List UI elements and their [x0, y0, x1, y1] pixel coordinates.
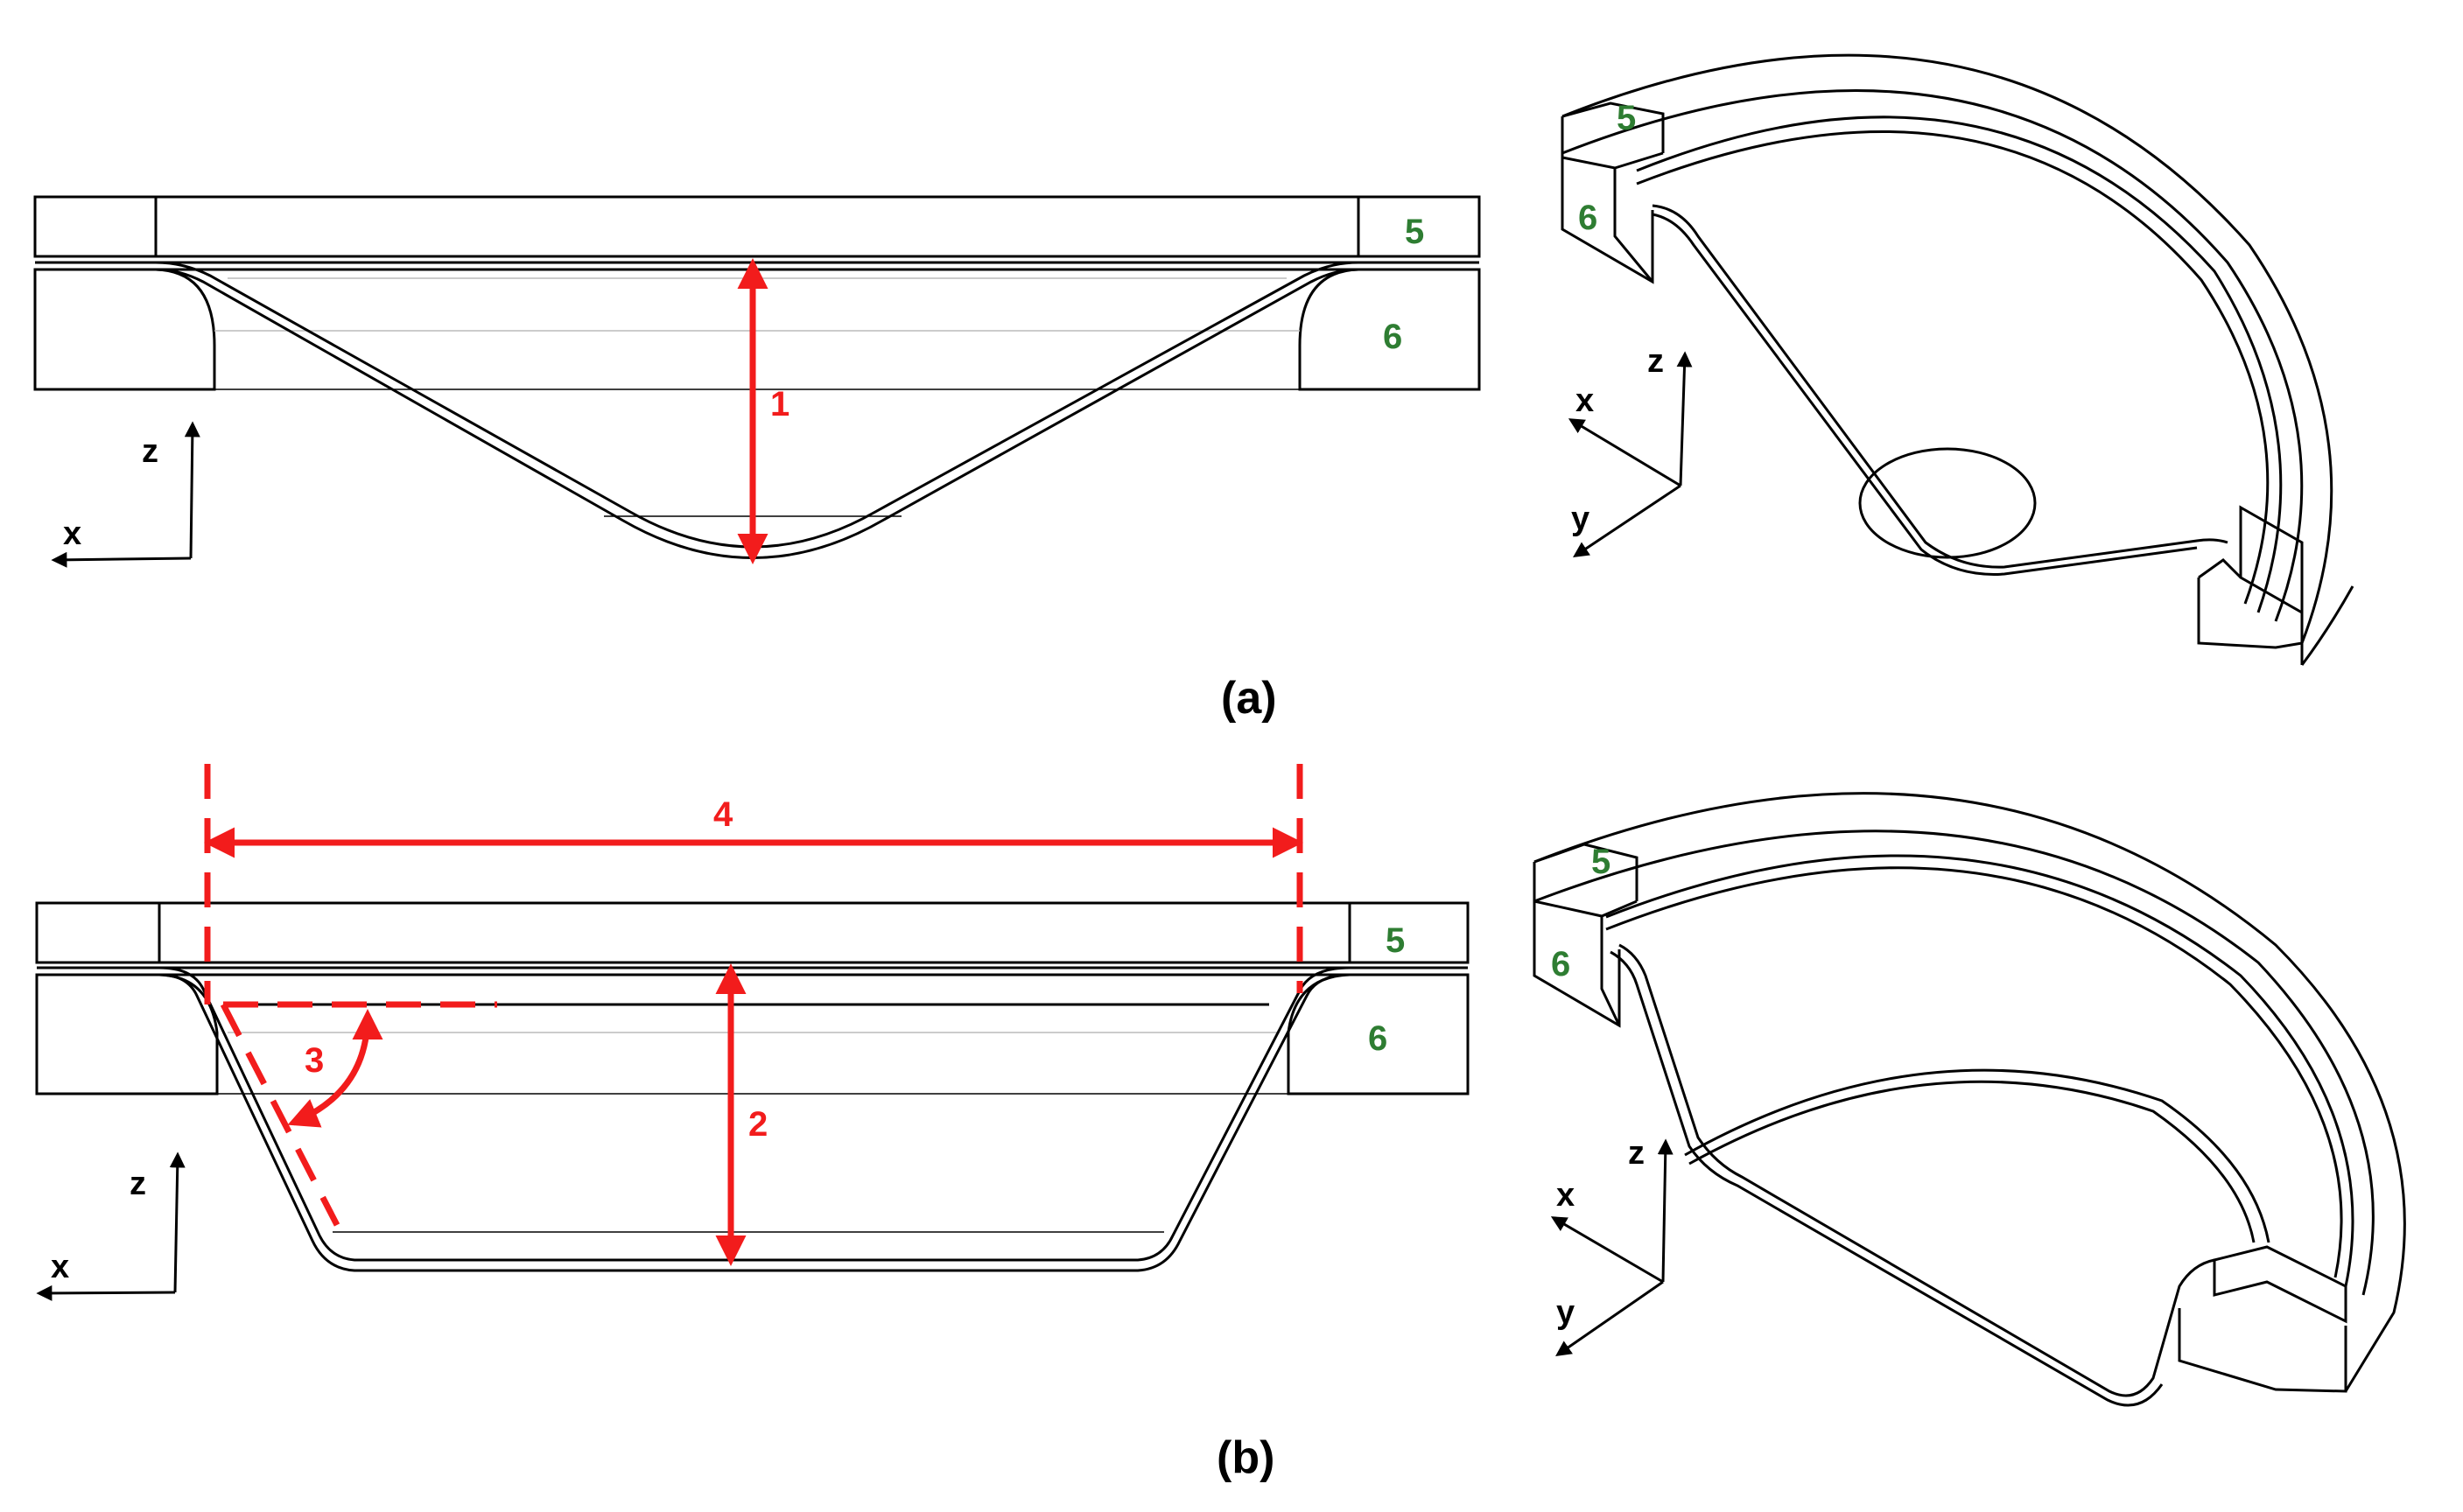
axes-3d-a: z x y: [1568, 343, 1693, 557]
iso-sheet-b: [1618, 943, 2215, 1397]
axes-2d-a: z x: [51, 421, 200, 568]
top-diameter-label: 4: [713, 795, 733, 834]
panel-a-section-view: [33, 195, 1481, 559]
axis-z-label-a: z: [142, 433, 158, 470]
axes-3d-b: z x y: [1550, 1135, 1674, 1357]
formed-sheet-inner-a: [155, 268, 1359, 559]
panel-b-annotations: [204, 764, 1303, 1266]
axis-x-label-b: x: [51, 1249, 69, 1285]
panel-a-isometric-view: [1561, 53, 2354, 666]
die-left-b: [35, 973, 219, 1096]
blank-holder-label-b-iso: 5: [1591, 843, 1610, 881]
axis-x-label-b-iso: x: [1556, 1177, 1575, 1214]
axis-z-label-b: z: [130, 1166, 146, 1202]
formed-sheet-inner-b: [158, 973, 1351, 1272]
die-label-b: 6: [1368, 1019, 1387, 1058]
blank-holder-left-b: [35, 901, 161, 964]
die-label-a: 6: [1383, 318, 1402, 356]
blank-holder-center-a: [154, 195, 1360, 258]
blank-holder-label-b: 5: [1386, 921, 1405, 960]
axis-z-label-b-iso: z: [1628, 1135, 1645, 1172]
iso-sheet-a: [1652, 204, 2228, 569]
die-label-b-iso: 6: [1551, 945, 1570, 984]
axis-x-label-a-iso: x: [1575, 382, 1594, 419]
axis-y-label-b-iso: y: [1556, 1294, 1575, 1331]
die-left-a: [33, 268, 216, 391]
axes-2d-b: z x: [36, 1152, 186, 1301]
wall-angle-arc: [287, 1009, 383, 1128]
caption-b: (b): [1217, 1432, 1274, 1483]
depth-label-b: 2: [748, 1105, 768, 1144]
formed-sheet-outer-b: [158, 966, 1351, 1262]
die-label-a-iso: 6: [1578, 199, 1597, 237]
blank-holder-label-a-iso: 5: [1617, 99, 1636, 137]
axis-x-label-a: x: [63, 515, 81, 552]
blank-holder-label-a: 5: [1405, 213, 1424, 251]
blank-holder-right-a: [1357, 195, 1481, 258]
axis-y-label-a-iso: y: [1571, 500, 1589, 537]
formed-sheet-outer-a: [155, 261, 1359, 549]
panel-b-isometric-view: [1533, 792, 2406, 1407]
blank-holder-right-b: [1348, 901, 1470, 964]
axis-z-label-a-iso: z: [1647, 343, 1664, 380]
depth-label-a: 1: [770, 385, 789, 424]
blank-holder-center-b: [158, 901, 1351, 964]
blank-holder-left-a: [33, 195, 158, 258]
panel-b-section-view: [35, 901, 1470, 1272]
caption-a: (a): [1221, 673, 1277, 724]
wall-angle-label: 3: [305, 1041, 324, 1080]
